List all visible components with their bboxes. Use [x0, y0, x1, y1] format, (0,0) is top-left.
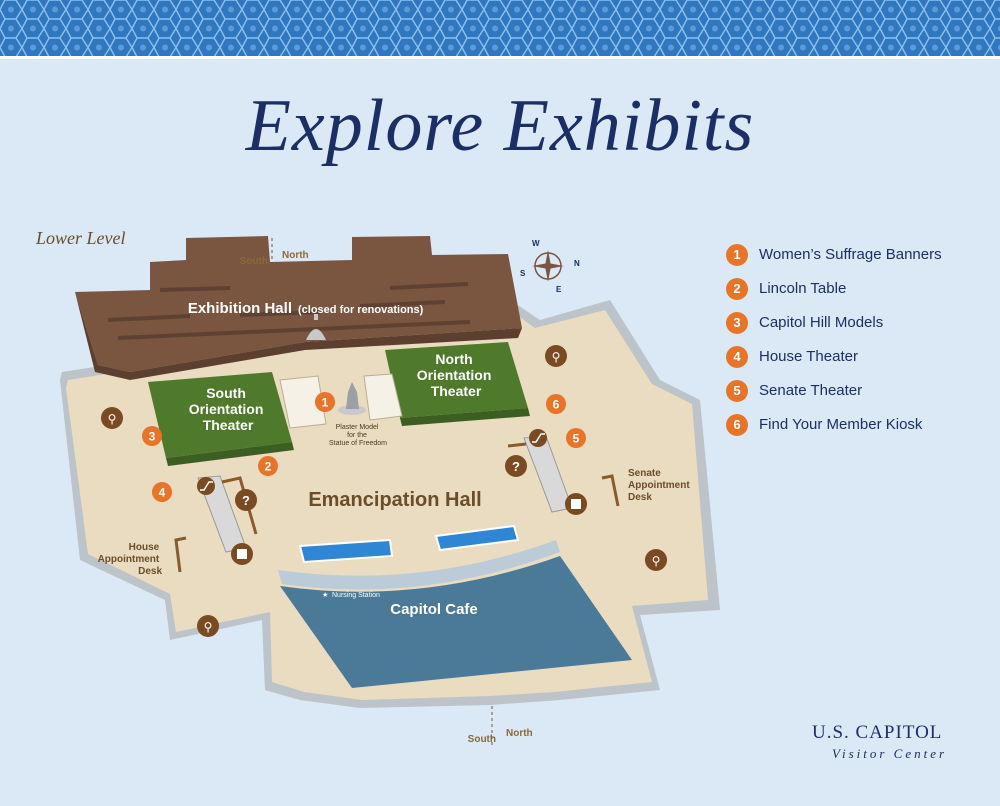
skylight-north: [434, 524, 520, 552]
svg-text:6: 6: [553, 398, 560, 412]
south-theater-label: South Orientation Theater: [189, 385, 268, 433]
senate-desk-counter: [601, 474, 620, 507]
statue-of-freedom-model: [338, 382, 366, 415]
marker-1: 1: [315, 392, 335, 412]
banner-pattern: [0, 0, 1000, 56]
legend-number: 4: [726, 346, 748, 368]
south-orientation-theater: [148, 372, 292, 458]
cafe-overlook: [278, 540, 560, 590]
svg-text:⚲: ⚲: [204, 620, 213, 634]
south-label-top: South: [240, 256, 268, 267]
svg-text:?: ?: [242, 493, 250, 508]
north-orientation-theater: [385, 342, 528, 418]
exhibition-hall-label: Exhibition Hall: [188, 300, 292, 317]
information-icon: ?: [505, 455, 527, 477]
south-escalator-rail: [221, 476, 258, 535]
svg-text:1: 1: [322, 396, 329, 410]
member-kiosk-icon: [231, 543, 253, 565]
legend-label: Lincoln Table: [759, 280, 847, 297]
svg-text:3: 3: [149, 430, 156, 444]
skylight-south: [298, 538, 394, 564]
nursing-station-star: ★: [322, 591, 328, 599]
house-desk-counter: [174, 536, 187, 573]
marker-2: 2: [258, 456, 278, 476]
senate-appointment-desk-label: Senate Appointment Desk: [628, 468, 692, 503]
restroom-icon: ⚲: [645, 549, 667, 571]
exhibition-cases: [107, 282, 471, 340]
legend-label: Women’s Suffrage Banners: [759, 246, 942, 263]
compass-s: S: [520, 269, 526, 278]
legend-number: 5: [726, 380, 748, 402]
legend-number: 6: [726, 414, 748, 436]
svg-text:⚲: ⚲: [108, 412, 117, 426]
plaster-model-label: Plaster Model for the Statue of Freedom: [329, 424, 387, 447]
restroom-icon: ⚲: [545, 345, 567, 367]
page-title: Explore Exhibits: [245, 85, 755, 167]
legend-number: 1: [726, 244, 748, 266]
compass-e: E: [556, 285, 562, 294]
level-label: Lower Level: [36, 228, 126, 248]
information-icon: ?: [235, 489, 257, 511]
compass-rose-icon: W N S E: [520, 239, 580, 294]
compass-n: N: [574, 259, 580, 268]
restroom-icon: ⚲: [197, 615, 219, 637]
north-theater-label: North Orientation Theater: [417, 351, 496, 399]
legend-label: Find Your Member Kiosk: [759, 416, 923, 433]
legend-number: 2: [726, 278, 748, 300]
nursing-station-label: Nursing Station: [332, 592, 380, 599]
exhibition-hall-note: (closed for renovations): [298, 304, 424, 316]
emancipation-hall-label: Emancipation Hall: [308, 489, 481, 511]
north-stairs: [363, 373, 403, 421]
svg-text:4: 4: [159, 486, 166, 500]
escalator-icon: [529, 429, 547, 447]
south-label-bottom: South: [468, 734, 496, 745]
marker-5: 5: [566, 428, 586, 448]
legend-number: 3: [726, 312, 748, 334]
north-escalator-rail: [507, 442, 527, 448]
capitol-logo-title: U.S. CAPITOL: [812, 722, 943, 743]
exhibition-hall-edge: [75, 292, 522, 380]
svg-text:⚲: ⚲: [552, 350, 561, 364]
svg-text:5: 5: [573, 432, 580, 446]
south-stairs: [279, 375, 327, 429]
south-theater-edge: [166, 442, 294, 466]
exhibition-hall: [75, 236, 522, 372]
north-label-top: North: [282, 250, 309, 261]
legend-label: Senate Theater: [759, 382, 863, 399]
capitol-dome-icon: [306, 314, 326, 340]
svg-text:2: 2: [265, 460, 272, 474]
svg-text:⚲: ⚲: [652, 554, 661, 568]
compass-w: W: [532, 239, 540, 248]
north-theater-edge: [400, 408, 530, 426]
capitol-cafe-label: Capitol Cafe: [390, 601, 478, 618]
house-appointment-desk-label: House Appointment Desk: [98, 542, 163, 577]
marker-4: 4: [152, 482, 172, 502]
legend-label: House Theater: [759, 348, 858, 365]
escalator-icon: [197, 477, 215, 495]
marker-3: 3: [142, 426, 162, 446]
member-kiosk-icon: [565, 493, 587, 515]
banner-divider: [0, 56, 1000, 59]
svg-text:?: ?: [512, 459, 520, 474]
capitol-logo-subtitle: Visitor Center: [832, 746, 948, 761]
north-label-bottom: North: [506, 728, 533, 739]
marker-6: 6: [546, 394, 566, 414]
decorative-banner: [0, 0, 1000, 56]
restroom-icon: ⚲: [101, 407, 123, 429]
capitol-cafe: [280, 556, 632, 688]
legend-label: Capitol Hill Models: [759, 314, 884, 331]
